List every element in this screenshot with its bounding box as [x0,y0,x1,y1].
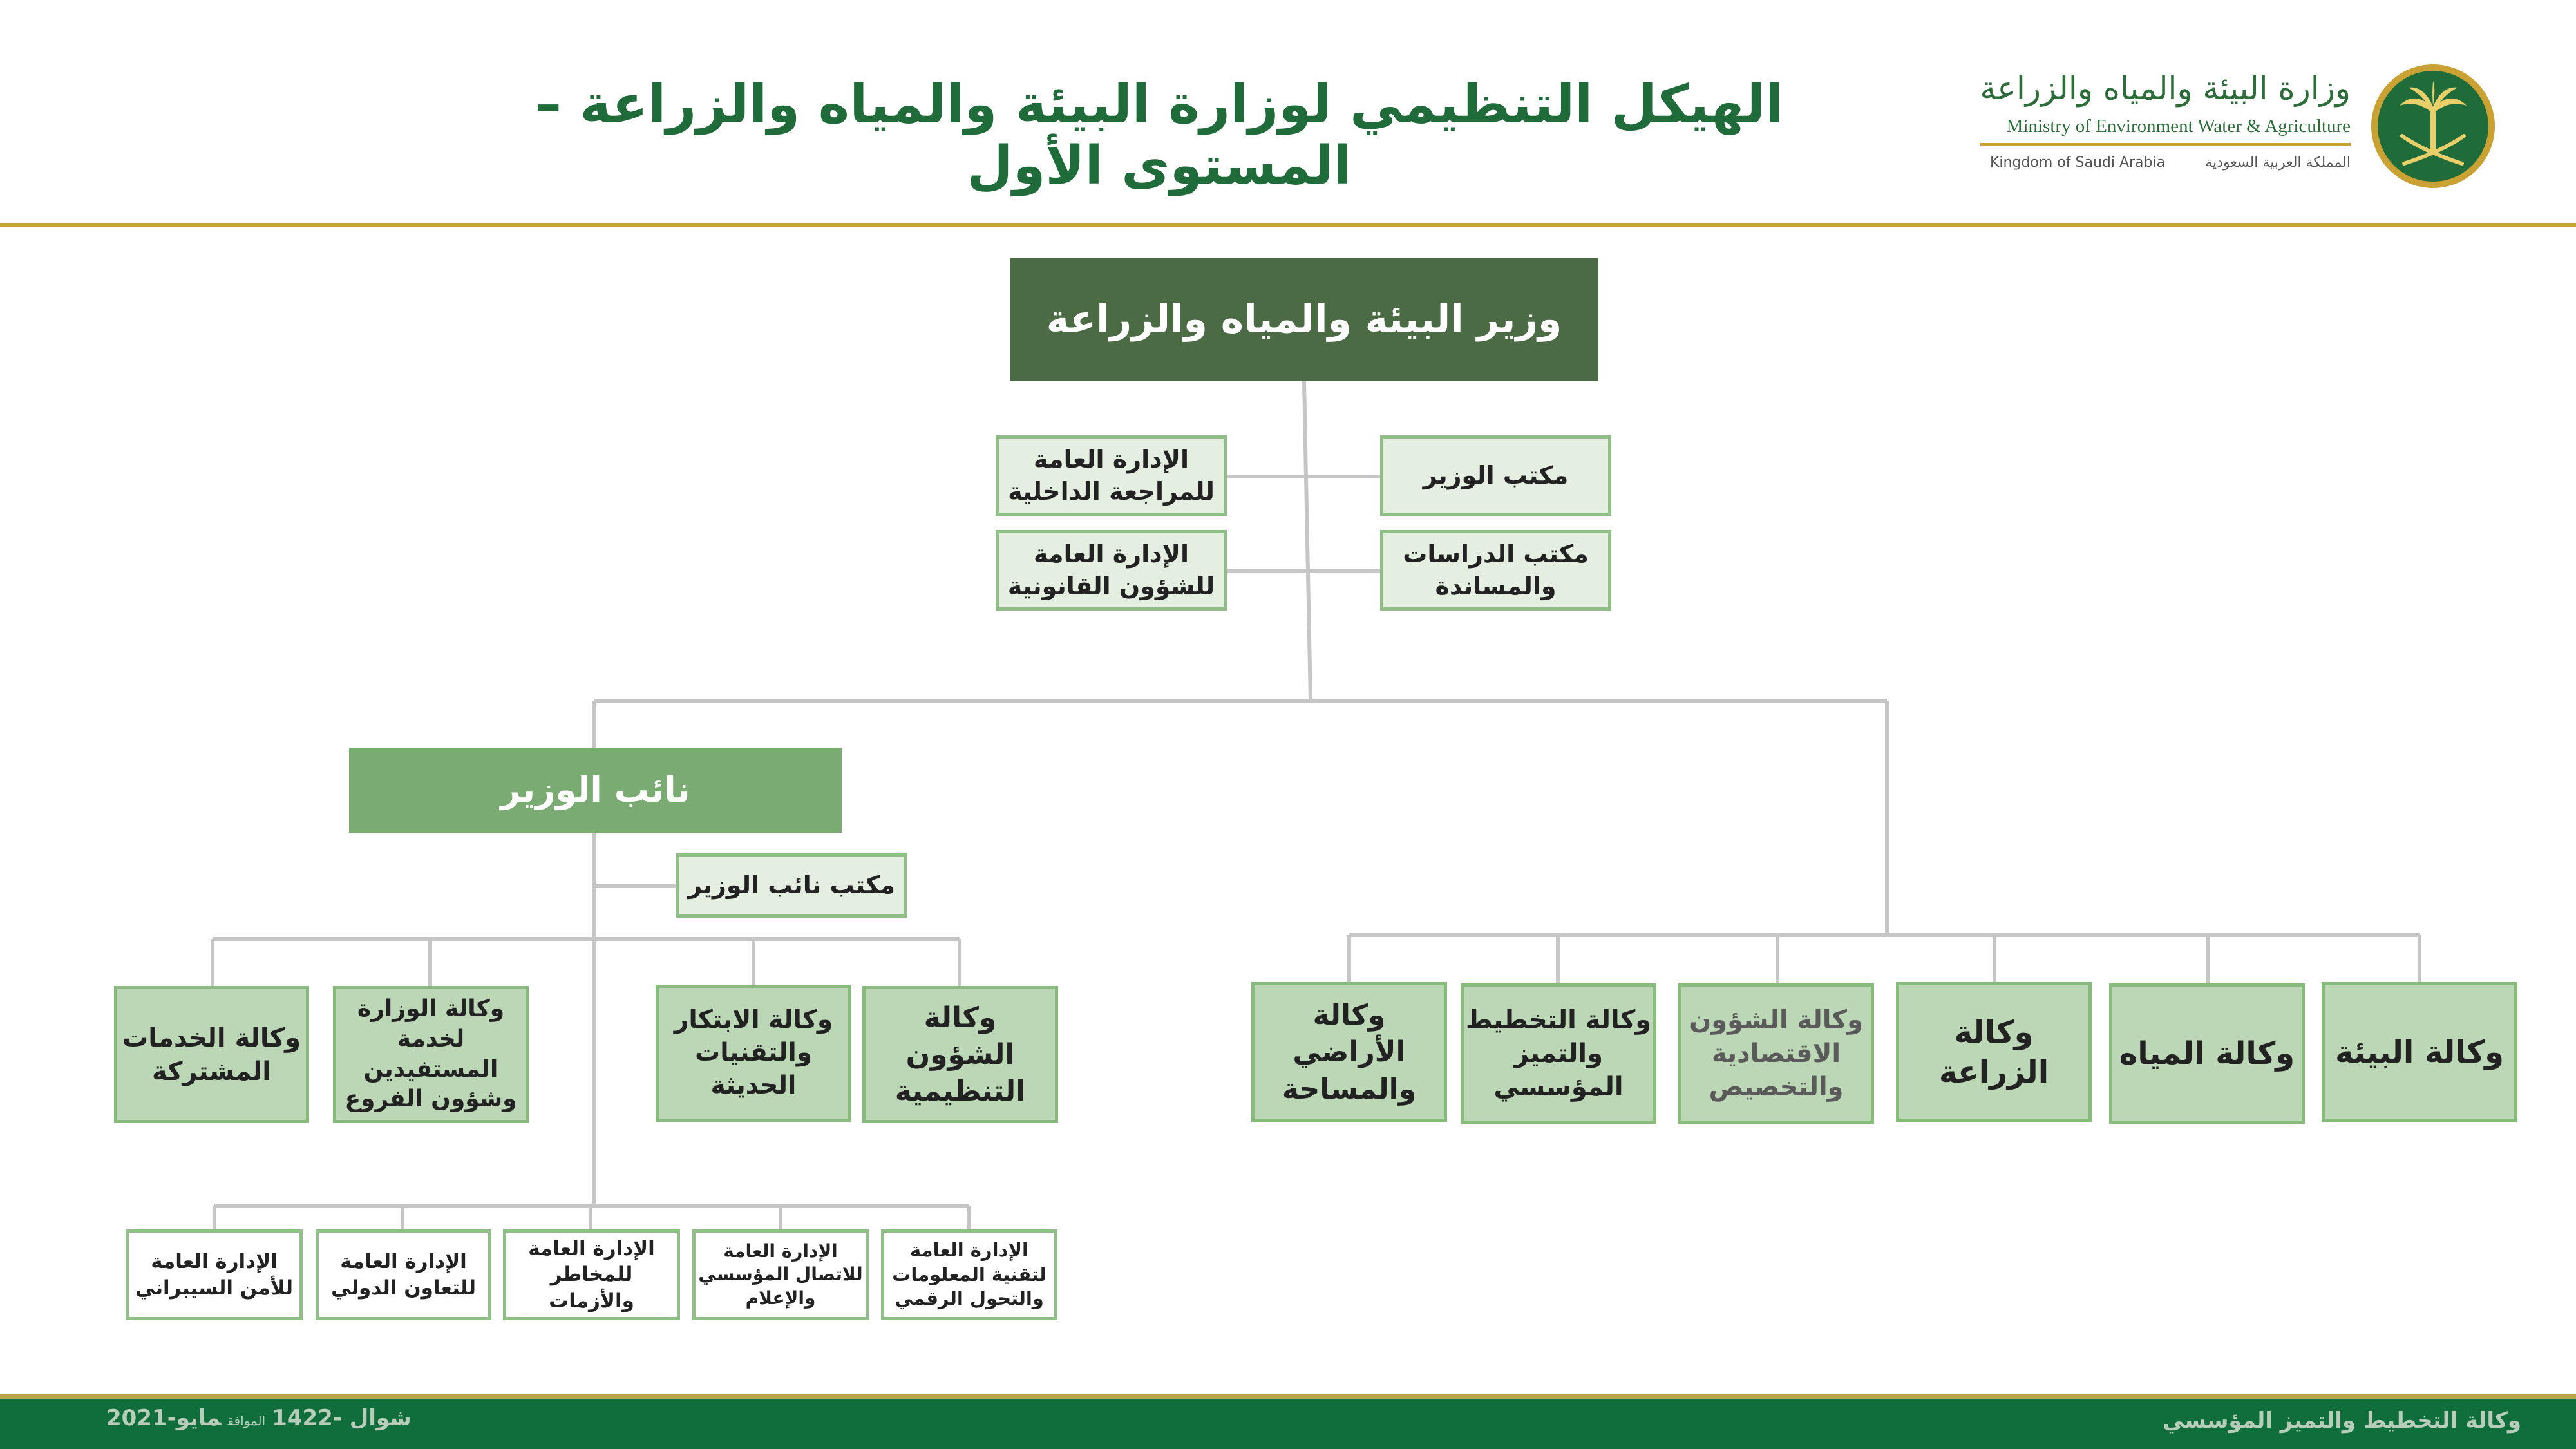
environment-agency-label: وكالة البيئة [2335,1034,2504,1070]
water-agency-label: وكالة المياه [2119,1035,2295,1072]
footer-bar [0,1394,2576,1449]
kingdom-english: Kingdom of Saudi Arabia [1990,155,2166,171]
agriculture-agency-box: وكالة الزراعة [1896,982,2092,1122]
footer-date: شوال -1422 الموافق مايو-2021 [106,1405,412,1431]
corporate-comms-dept-box: الإدارة العامة للاتصال المؤسسي والإعلام [692,1229,869,1320]
innovation-agency-label: وكالة الابتكار والتقنيات الحديثة [674,1005,833,1100]
it-digital-dept-label: الإدارة العامة لتقنية المعلومات والتحول … [892,1238,1046,1310]
footer-date-separator: الموافق [227,1413,266,1428]
header-divider [0,223,2576,227]
regulatory-affairs-agency-label: وكالة الشؤون التنظيمية [895,1001,1026,1108]
ministry-logo-english-name: Ministry of Environment Water & Agricult… [2006,116,2351,137]
corporate-comms-dept-label: الإدارة العامة للاتصال المؤسسي والإعلام [698,1240,863,1309]
lands-survey-agency-label: وكالة الأراضي والمساحة [1282,999,1417,1106]
footer-hijri-date: شوال -1422 [272,1405,412,1431]
intl-cooperation-dept-box: الإدارة العامة للتعاون الدولي [316,1229,491,1320]
water-agency-box: وكالة المياه [2109,983,2305,1124]
shared-services-agency-label: وكالة الخدمات المشتركة [122,1023,301,1086]
cybersecurity-dept-box: الإدارة العامة للأمن السيبراني [126,1229,303,1320]
environment-agency-box: وكالة البيئة [2322,982,2517,1122]
studies-support-label: مكتب الدراسات والمساندة [1403,540,1589,600]
minister-office-label: مكتب الوزير [1423,460,1569,489]
agriculture-agency-label: وكالة الزراعة [1938,1014,2049,1090]
it-digital-dept-box: الإدارة العامة لتقنية المعلومات والتحول … [881,1229,1057,1320]
minister-office-box: مكتب الوزير [1380,435,1611,516]
beneficiary-services-agency-label: وكالة الوزارة لخدمة المستفيدين وشؤون الف… [345,995,517,1113]
risk-crisis-dept-box: الإدارة العامة للمخاطر والأزمات [503,1229,680,1320]
internal-audit-label: الإدارة العامة للمراجعة الداخلية [1008,445,1215,506]
minister-label: وزير البيئة والمياه والزراعة [1046,297,1562,342]
deputy-office-box: مكتب نائب الوزير [676,853,907,918]
deputy-minister-label: نائب الوزير [500,769,690,810]
legal-affairs-box: الإدارة العامة للشؤون القانونية [996,530,1227,611]
deputy-office-label: مكتب نائب الوزير [688,871,895,900]
logo-kingdom-line: Kingdom of Saudi Arabia المملكة العربية … [1990,155,2351,171]
beneficiary-services-agency-box: وكالة الوزارة لخدمة المستفيدين وشؤون الف… [333,986,529,1123]
economic-affairs-agency-label: وكالة الشؤون الاقتصادية والتخصيص [1689,1005,1863,1102]
planning-excellence-agency-label: وكالة التخطيط والتميز المؤسسي [1465,1005,1652,1102]
risk-crisis-dept-label: الإدارة العامة للمخاطر والأزمات [528,1237,655,1312]
footer-gregorian-date: مايو-2021 [106,1405,222,1431]
intl-cooperation-dept-label: الإدارة العامة للتعاون الدولي [330,1250,477,1300]
page-title: الهيكل التنظيمي لوزارة البيئة والمياه وا… [535,74,1784,196]
ministry-logo-arabic-name: وزارة البيئة والمياه والزراعة [1980,70,2351,107]
logo-divider [1980,143,2351,146]
economic-affairs-agency-box: وكالة الشؤون الاقتصادية والتخصيص [1678,983,1874,1124]
palm-and-swords-emblem-icon [2371,64,2495,188]
footer-agency-name: وكالة التخطيط والتميز المؤسسي [2163,1408,2521,1434]
minister-box: وزير البيئة والمياه والزراعة [1010,258,1598,381]
innovation-agency-box: وكالة الابتكار والتقنيات الحديثة [656,985,851,1122]
deputy-minister-box: نائب الوزير [349,748,842,833]
lands-survey-agency-box: وكالة الأراضي والمساحة [1251,982,1447,1122]
internal-audit-box: الإدارة العامة للمراجعة الداخلية [996,435,1227,516]
legal-affairs-label: الإدارة العامة للشؤون القانونية [1007,540,1215,600]
kingdom-arabic: المملكة العربية السعودية [2205,155,2351,171]
studies-support-box: مكتب الدراسات والمساندة [1380,530,1611,611]
regulatory-affairs-agency-box: وكالة الشؤون التنظيمية [862,986,1058,1123]
planning-excellence-agency-box: وكالة التخطيط والتميز المؤسسي [1461,983,1656,1124]
shared-services-agency-box: وكالة الخدمات المشتركة [114,986,309,1123]
cybersecurity-dept-label: الإدارة العامة للأمن السيبراني [135,1250,294,1300]
